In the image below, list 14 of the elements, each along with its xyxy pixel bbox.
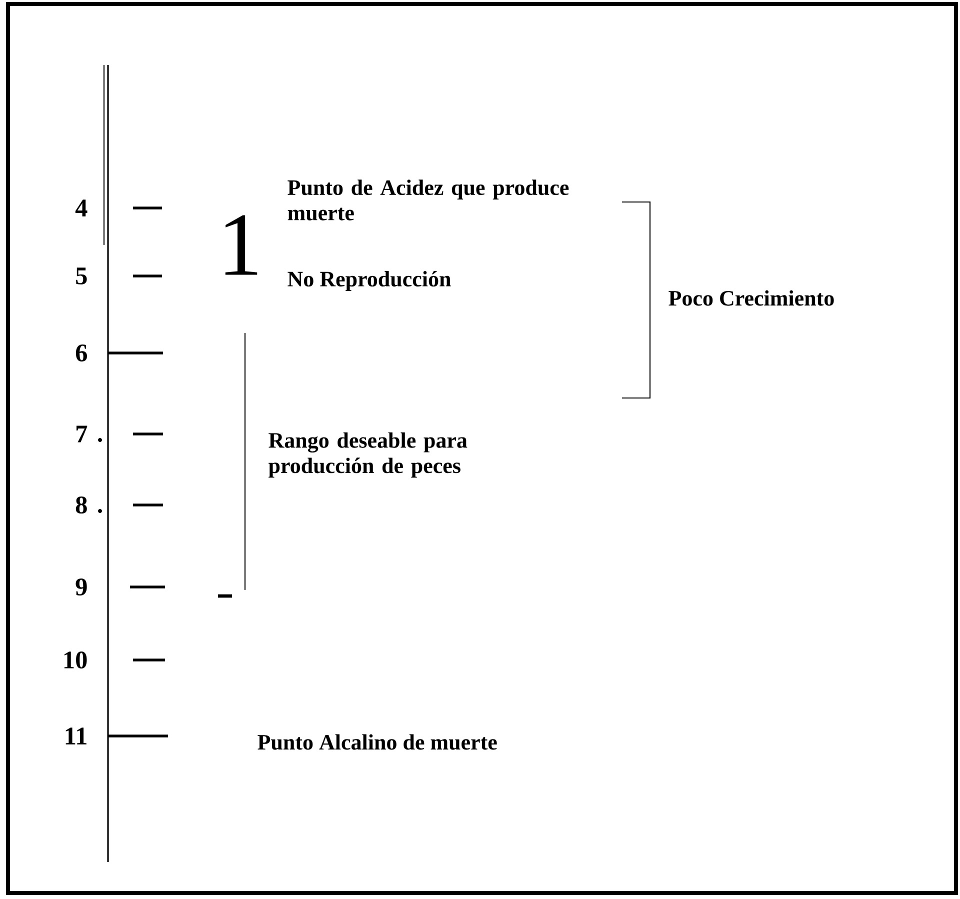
scale-number: 9 [76,578,87,596]
annotation-text: Rango deseable para producción de peces [268,432,468,478]
annotation-text: No Reproducción [288,271,451,291]
scale-number: 7 [76,426,88,442]
scale-number: 4 [75,200,88,216]
scale-number: 6 [76,344,87,362]
scale-number: 5 [76,268,87,284]
large-numeral: 1 [225,215,258,275]
scale-number: 11 [66,728,86,744]
annotation-text: Punto Alcalino de muerte [258,734,497,750]
scale-number: 10 [64,651,87,669]
annotation-text: Poco Crecimiento [668,290,834,306]
scale-number: 8 [76,496,87,514]
annotation-text: Punto de Acidez que produce muerte [288,180,569,220]
